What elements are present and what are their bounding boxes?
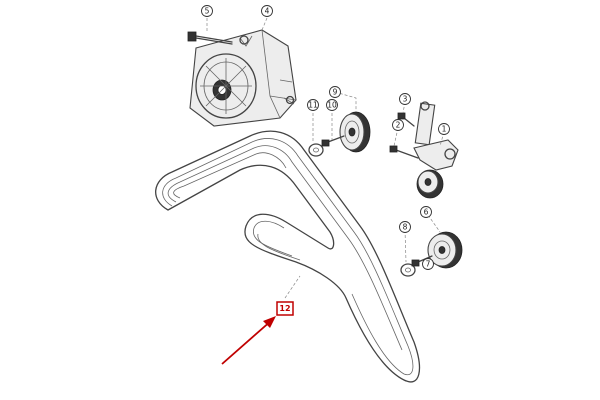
alternator: [189, 29, 297, 127]
svg-text:2: 2: [396, 121, 401, 130]
svg-text:6: 6: [424, 208, 429, 217]
leader-lines: [206, 17, 445, 299]
bolt-part-2: [389, 145, 419, 159]
callout-4-alternator: 4: [261, 5, 273, 17]
bolt-part-3: [397, 112, 415, 127]
callout-2: 2: [392, 119, 404, 131]
callout-9: 9: [329, 86, 341, 98]
svg-text:11: 11: [308, 101, 318, 110]
callout-7: 7: [422, 258, 434, 270]
svg-text:12: 12: [279, 304, 290, 313]
washer-part-11: [308, 143, 324, 157]
svg-text:1: 1: [442, 125, 447, 134]
belt-tensioner: [413, 101, 459, 199]
washer-part-8: [400, 263, 416, 277]
svg-text:8: 8: [403, 223, 408, 232]
idler-pulley-lower: [427, 231, 463, 269]
serpentine-belt: [155, 130, 421, 383]
callout-10: 10: [326, 99, 338, 111]
callout-6: 6: [420, 206, 432, 218]
svg-text:4: 4: [265, 7, 270, 16]
svg-text:9: 9: [333, 88, 338, 97]
bolt-part-5: [187, 31, 233, 45]
callout-1: 1: [438, 123, 450, 135]
svg-text:3: 3: [403, 95, 408, 104]
idler-pulley-upper: [339, 111, 371, 153]
svg-text:5: 5: [205, 7, 210, 16]
callout-11: 11: [307, 99, 319, 111]
red-arrow-pointer: [221, 316, 276, 365]
callout-8: 8: [399, 221, 411, 233]
svg-text:10: 10: [327, 101, 337, 110]
bolt-part-10: [321, 135, 345, 147]
highlight-label-12: 12: [276, 301, 294, 316]
callout-5: 5: [201, 5, 213, 17]
callout-3: 3: [399, 93, 411, 105]
svg-text:7: 7: [426, 260, 431, 269]
